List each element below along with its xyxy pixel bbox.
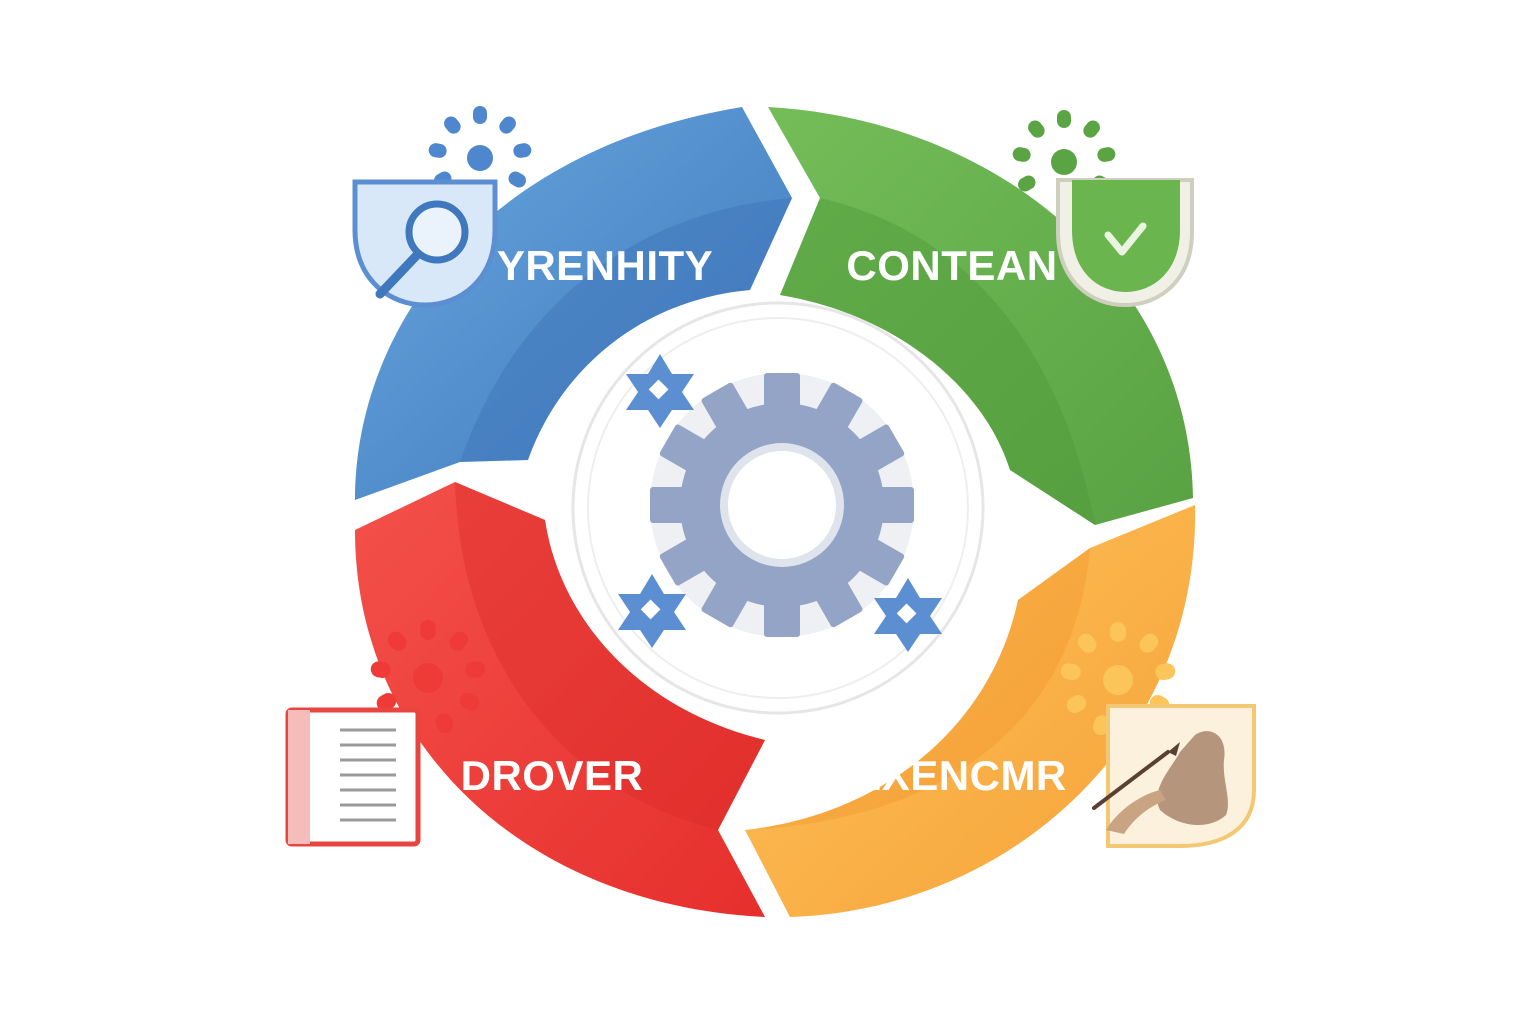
segment-label-green: CONTEAN <box>846 242 1057 289</box>
segment-orange-shade <box>745 548 1090 830</box>
segment-green[interactable] <box>768 107 1193 525</box>
segment-label-blue: YRENHITY <box>497 242 713 289</box>
star-icon <box>874 578 942 652</box>
segment-label-orange: EXENCMR <box>853 752 1067 799</box>
check-shield-icon <box>1056 178 1194 308</box>
segment-red[interactable] <box>355 482 765 917</box>
gear-badge-icon <box>428 106 532 188</box>
center-hub <box>571 301 985 715</box>
ring <box>355 107 1196 917</box>
segment-red-shade <box>455 482 765 830</box>
segment-green-shade <box>780 198 1095 525</box>
segment-blue-shade <box>460 198 792 462</box>
writing-hand-icon <box>1092 704 1256 848</box>
segment-orange[interactable] <box>745 505 1196 917</box>
segment-blue[interactable] <box>355 107 792 500</box>
cog-icon <box>650 373 914 637</box>
star-icon <box>626 354 694 428</box>
star-icon <box>618 574 686 648</box>
segment-label-red: DROVER <box>461 752 644 799</box>
magnifier-shield-icon <box>352 179 498 308</box>
document-icon <box>285 707 421 847</box>
